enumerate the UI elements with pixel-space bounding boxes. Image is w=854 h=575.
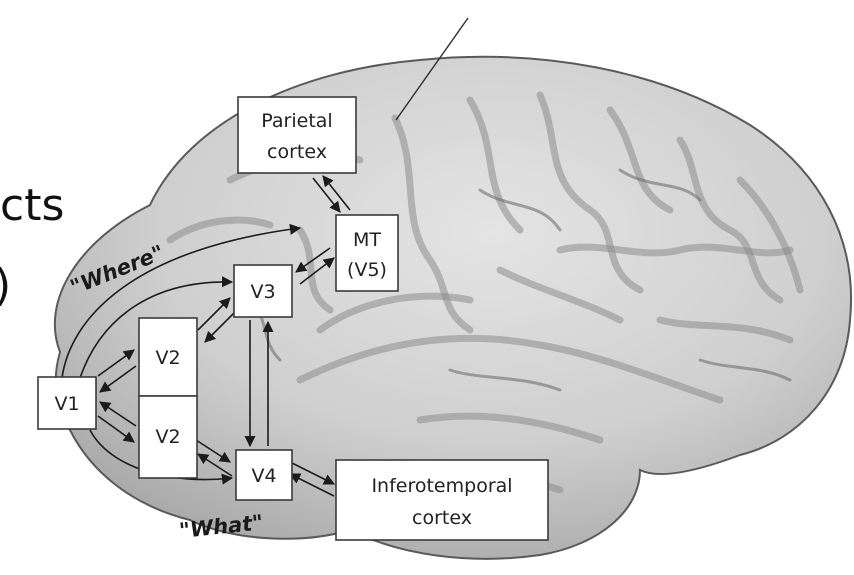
box-mt-v5: MT (V5) (335, 214, 399, 292)
callout-line (395, 17, 469, 121)
v2-upper-label: V2 (155, 347, 180, 369)
box-v3: V3 (233, 264, 293, 318)
mt-label-line2: (V5) (347, 259, 387, 281)
v1-label: V1 (54, 393, 79, 415)
box-v4: V4 (235, 449, 293, 501)
box-v2-upper: V2 (138, 317, 198, 397)
v2-lower-label: V2 (155, 426, 180, 448)
v3-label: V3 (250, 281, 275, 303)
parietal-label-line2: cortex (267, 141, 327, 163)
box-v2-lower: V2 (138, 395, 198, 479)
box-inferotemporal-cortex: Inferotemporal cortex (335, 459, 549, 541)
slide-text-fragment-2: ) (0, 260, 11, 311)
parietal-label-line1: Parietal (261, 110, 332, 132)
slide-text-fragment-1: cts (0, 180, 64, 231)
inferotemporal-label-line1: Inferotemporal (371, 475, 512, 497)
box-v1: V1 (37, 376, 97, 430)
box-parietal-cortex: Parietal cortex (237, 96, 357, 174)
inferotemporal-label-line2: cortex (412, 507, 472, 529)
v4-label: V4 (251, 465, 276, 487)
mt-label-line1: MT (353, 229, 381, 251)
